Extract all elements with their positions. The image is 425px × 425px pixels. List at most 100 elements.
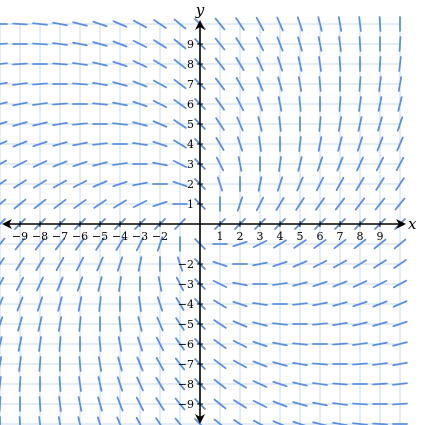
slope-segment (152, 140, 168, 148)
slope-segment (52, 21, 68, 27)
slope-segment (232, 281, 248, 287)
slope-segment (0, 81, 8, 85)
slope-segment (392, 361, 408, 367)
slope-segment (235, 76, 245, 92)
slope-segment (213, 398, 227, 410)
slope-segment (92, 102, 108, 106)
slope-segment (272, 282, 288, 286)
slope-segment (358, 76, 362, 92)
slope-segment (252, 302, 268, 306)
slope-segment (392, 279, 408, 289)
slope-segment (112, 122, 128, 126)
slope-segment (0, 376, 2, 392)
slope-segment (292, 420, 306, 425)
slope-segment (157, 276, 163, 292)
slope-segment (312, 259, 328, 269)
slope-segment (317, 36, 323, 52)
y-tick-label: −4 (178, 298, 194, 311)
slope-segment (252, 321, 268, 327)
slope-segment (17, 336, 23, 352)
slope-segment (392, 320, 408, 328)
slope-segment (0, 179, 7, 186)
slope-segment (213, 299, 227, 309)
slope-segment (135, 416, 142, 425)
slope-segment (137, 316, 143, 332)
slope-segment (13, 198, 27, 210)
slope-segment (72, 160, 88, 168)
slope-segment (117, 336, 123, 352)
slope-segment (173, 99, 187, 109)
slope-segment (132, 80, 148, 88)
y-tick-label: −2 (178, 258, 194, 271)
slope-segment (12, 101, 28, 107)
slope-segment (173, 18, 187, 30)
slope-segment (336, 156, 344, 172)
y-tick-label: −3 (178, 278, 194, 291)
slope-segment (357, 116, 363, 132)
slope-segment (137, 256, 143, 272)
slope-segment (38, 416, 42, 425)
y-tick-label: −8 (178, 378, 194, 391)
slope-segment (97, 276, 103, 292)
slope-segment (373, 259, 387, 269)
slope-segment (272, 322, 288, 326)
slope-segment (272, 380, 288, 388)
slope-segment (298, 136, 302, 152)
slope-segment (112, 60, 128, 68)
slope-segment (233, 379, 247, 389)
slope-segment (56, 276, 64, 292)
slope-segment (32, 121, 48, 127)
slope-segment (72, 122, 88, 126)
y-tick-label: 2 (187, 178, 194, 191)
slope-segment (175, 276, 185, 292)
slope-segment (278, 156, 282, 172)
slope-segment (72, 179, 88, 189)
slope-segment (297, 76, 303, 92)
slope-segment (78, 376, 82, 392)
slope-segment (337, 16, 343, 32)
slope-segment (237, 156, 243, 172)
slope-segment (173, 58, 187, 70)
slope-segment (0, 296, 4, 307)
y-tick-label: 4 (187, 138, 194, 151)
x-tick-label: 6 (317, 230, 324, 243)
slope-segment (72, 21, 88, 27)
x-tick-label: −2 (152, 230, 168, 243)
slope-segment (173, 139, 187, 149)
slope-segment (152, 120, 168, 128)
y-tick-label: 6 (187, 98, 194, 111)
slope-segment (92, 180, 108, 188)
slope-segment (95, 237, 105, 251)
slope-segment (292, 281, 308, 287)
slope-segment (317, 16, 323, 32)
slope-segment (338, 96, 342, 112)
y-tick-label: −6 (178, 338, 194, 351)
slope-segment (152, 99, 168, 109)
slope-segment (18, 416, 21, 425)
slope-segment (72, 41, 88, 47)
slope-segment (352, 321, 368, 327)
slope-segment (153, 59, 167, 69)
slope-segment (152, 161, 168, 167)
slope-segment (372, 362, 388, 366)
x-tick-label: −3 (132, 230, 148, 243)
y-tick-label: 9 (187, 38, 194, 51)
slope-segment (317, 136, 323, 152)
slope-segment (297, 36, 303, 52)
slope-segment (12, 121, 28, 127)
slope-segment (14, 237, 26, 251)
slope-segment (132, 121, 148, 127)
x-tick-label: 5 (297, 230, 304, 243)
slope-segment (135, 236, 145, 252)
slope-segment (213, 339, 227, 349)
slope-segment (272, 341, 288, 347)
slope-segment (255, 36, 265, 52)
x-tick-label: 3 (257, 230, 264, 243)
slope-segment (155, 356, 165, 372)
x-axis-arrow-left-icon (2, 219, 12, 229)
slope-segment (378, 76, 382, 92)
slope-segment (0, 257, 5, 266)
slope-segment (233, 419, 244, 425)
slope-segment (334, 197, 346, 211)
